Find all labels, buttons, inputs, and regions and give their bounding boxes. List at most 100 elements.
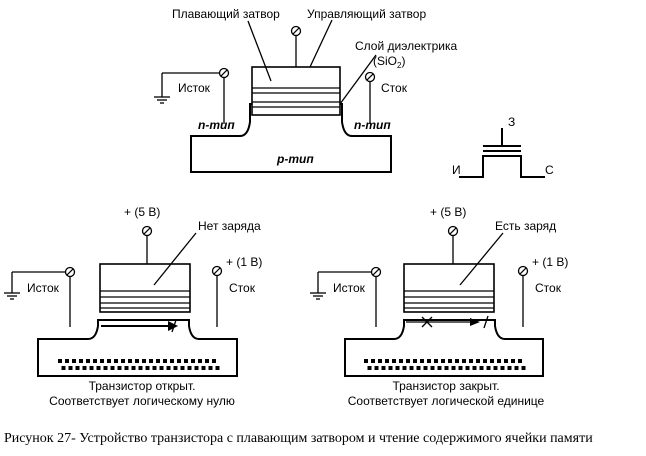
left-charge-dots: [58, 359, 220, 370]
charge-dot: [374, 366, 379, 370]
charge-dot: [117, 366, 122, 370]
top-substrate: [190, 103, 392, 173]
charge-dot: [191, 359, 195, 363]
charge-dot: [500, 366, 505, 370]
floating-gate-label: Плавающий затвор: [172, 7, 280, 21]
charge-dot: [518, 359, 522, 363]
charge-dot: [458, 366, 463, 370]
top-ground-icon: [154, 96, 170, 104]
charge-dot: [61, 366, 66, 370]
right-source-label: Исток: [333, 281, 366, 295]
charge-dot: [201, 366, 206, 370]
charge-dot: [392, 359, 396, 363]
charge-dot: [448, 359, 452, 363]
right-gate-stack: [403, 263, 495, 313]
charge-dot: [381, 366, 386, 370]
charge-dot: [212, 359, 216, 363]
charge-dot: [124, 366, 129, 370]
left-caption-1: Транзистор открыт.: [89, 379, 196, 393]
n-type-left-label: n-тип: [198, 118, 235, 132]
top-source-label: Исток: [178, 81, 211, 95]
charge-dot: [378, 359, 382, 363]
left-caption-2: Соответствует логическому нулю: [49, 394, 235, 408]
left-source-label: Исток: [27, 281, 60, 295]
charge-dot: [170, 359, 174, 363]
charge-dot: [58, 359, 62, 363]
charge-dot: [187, 366, 192, 370]
charge-dot: [423, 366, 428, 370]
right-charge-dots: [364, 359, 526, 370]
charge-dot: [86, 359, 90, 363]
right-caption-1: Транзистор закрыт.: [392, 379, 499, 393]
right-gate-terminal: [447, 225, 459, 237]
charge-dot: [152, 366, 157, 370]
charge-dot: [434, 359, 438, 363]
left-drain-label: Сток: [229, 281, 256, 295]
charge-dot: [465, 366, 470, 370]
charge-dot: [514, 366, 519, 370]
charge-dot: [430, 366, 435, 370]
right-source-terminal: [370, 266, 382, 278]
charge-dot: [65, 359, 69, 363]
charge-dot: [444, 366, 449, 370]
charge-dot: [163, 359, 167, 363]
charge-dot: [149, 359, 153, 363]
figure-caption: Рисунок 27- Устройство транзистора с пла…: [4, 431, 593, 446]
charge-dot: [504, 359, 508, 363]
symbol-drain-label: С: [545, 163, 554, 177]
charge-dot: [72, 359, 76, 363]
charge-dot: [79, 359, 83, 363]
charge-dot: [194, 366, 199, 370]
charge-dot: [121, 359, 125, 363]
charge-dot: [89, 366, 94, 370]
right-charge-label: Есть заряд: [495, 219, 556, 233]
top-gate-terminal: [290, 25, 302, 37]
dielectric-label: Слой диэлектрика: [355, 39, 458, 53]
charge-dot: [166, 366, 171, 370]
charge-dot: [388, 366, 393, 370]
charge-dot: [371, 359, 375, 363]
top-gate-stack: [251, 66, 341, 116]
charge-dot: [507, 366, 512, 370]
left-ground-icon: [4, 292, 20, 300]
right-caption-2: Соответствует логической единице: [348, 394, 545, 408]
charge-dot: [110, 366, 115, 370]
left-charge-label: Нет заряда: [198, 219, 261, 233]
charge-dot: [135, 359, 139, 363]
top-drain-terminal: [364, 71, 376, 83]
top-drain-label: Сток: [381, 81, 408, 95]
control-gate-label: Управляющий затвор: [307, 7, 426, 21]
charge-dot: [107, 359, 111, 363]
charge-dot: [142, 359, 146, 363]
charge-dot: [159, 366, 164, 370]
left-channel-arrow: [168, 321, 178, 331]
charge-dot: [402, 366, 407, 370]
charge-dot: [75, 366, 80, 370]
charge-dot: [100, 359, 104, 363]
charge-dot: [177, 359, 181, 363]
charge-dot: [437, 366, 442, 370]
charge-dot: [205, 359, 209, 363]
left-drain-voltage: + (1 В): [226, 255, 262, 269]
charge-dot: [420, 359, 424, 363]
charge-dot: [455, 359, 459, 363]
charge-dot: [114, 359, 118, 363]
charge-dot: [479, 366, 484, 370]
left-gate-voltage: + (5 В): [124, 205, 160, 219]
dielectric-formula: (SiO2): [373, 54, 405, 70]
right-drain-terminal: [517, 265, 529, 277]
charge-dot: [451, 366, 456, 370]
right-substrate: [344, 319, 544, 377]
charge-dot: [409, 366, 414, 370]
right-gate-voltage: + (5 В): [430, 205, 466, 219]
charge-dot: [173, 366, 178, 370]
right-device: + (5 В) Есть заряд + (1 В) Исток Сток Тр…: [310, 205, 568, 408]
charge-dot: [511, 359, 515, 363]
charge-dot: [103, 366, 108, 370]
charge-dot: [138, 366, 143, 370]
charge-dot: [472, 366, 477, 370]
top-device: Плавающий затвор Управляющий затвор Слой…: [154, 7, 458, 173]
charge-dot: [180, 366, 185, 370]
left-substrate: [37, 319, 238, 377]
charge-dot: [128, 359, 132, 363]
